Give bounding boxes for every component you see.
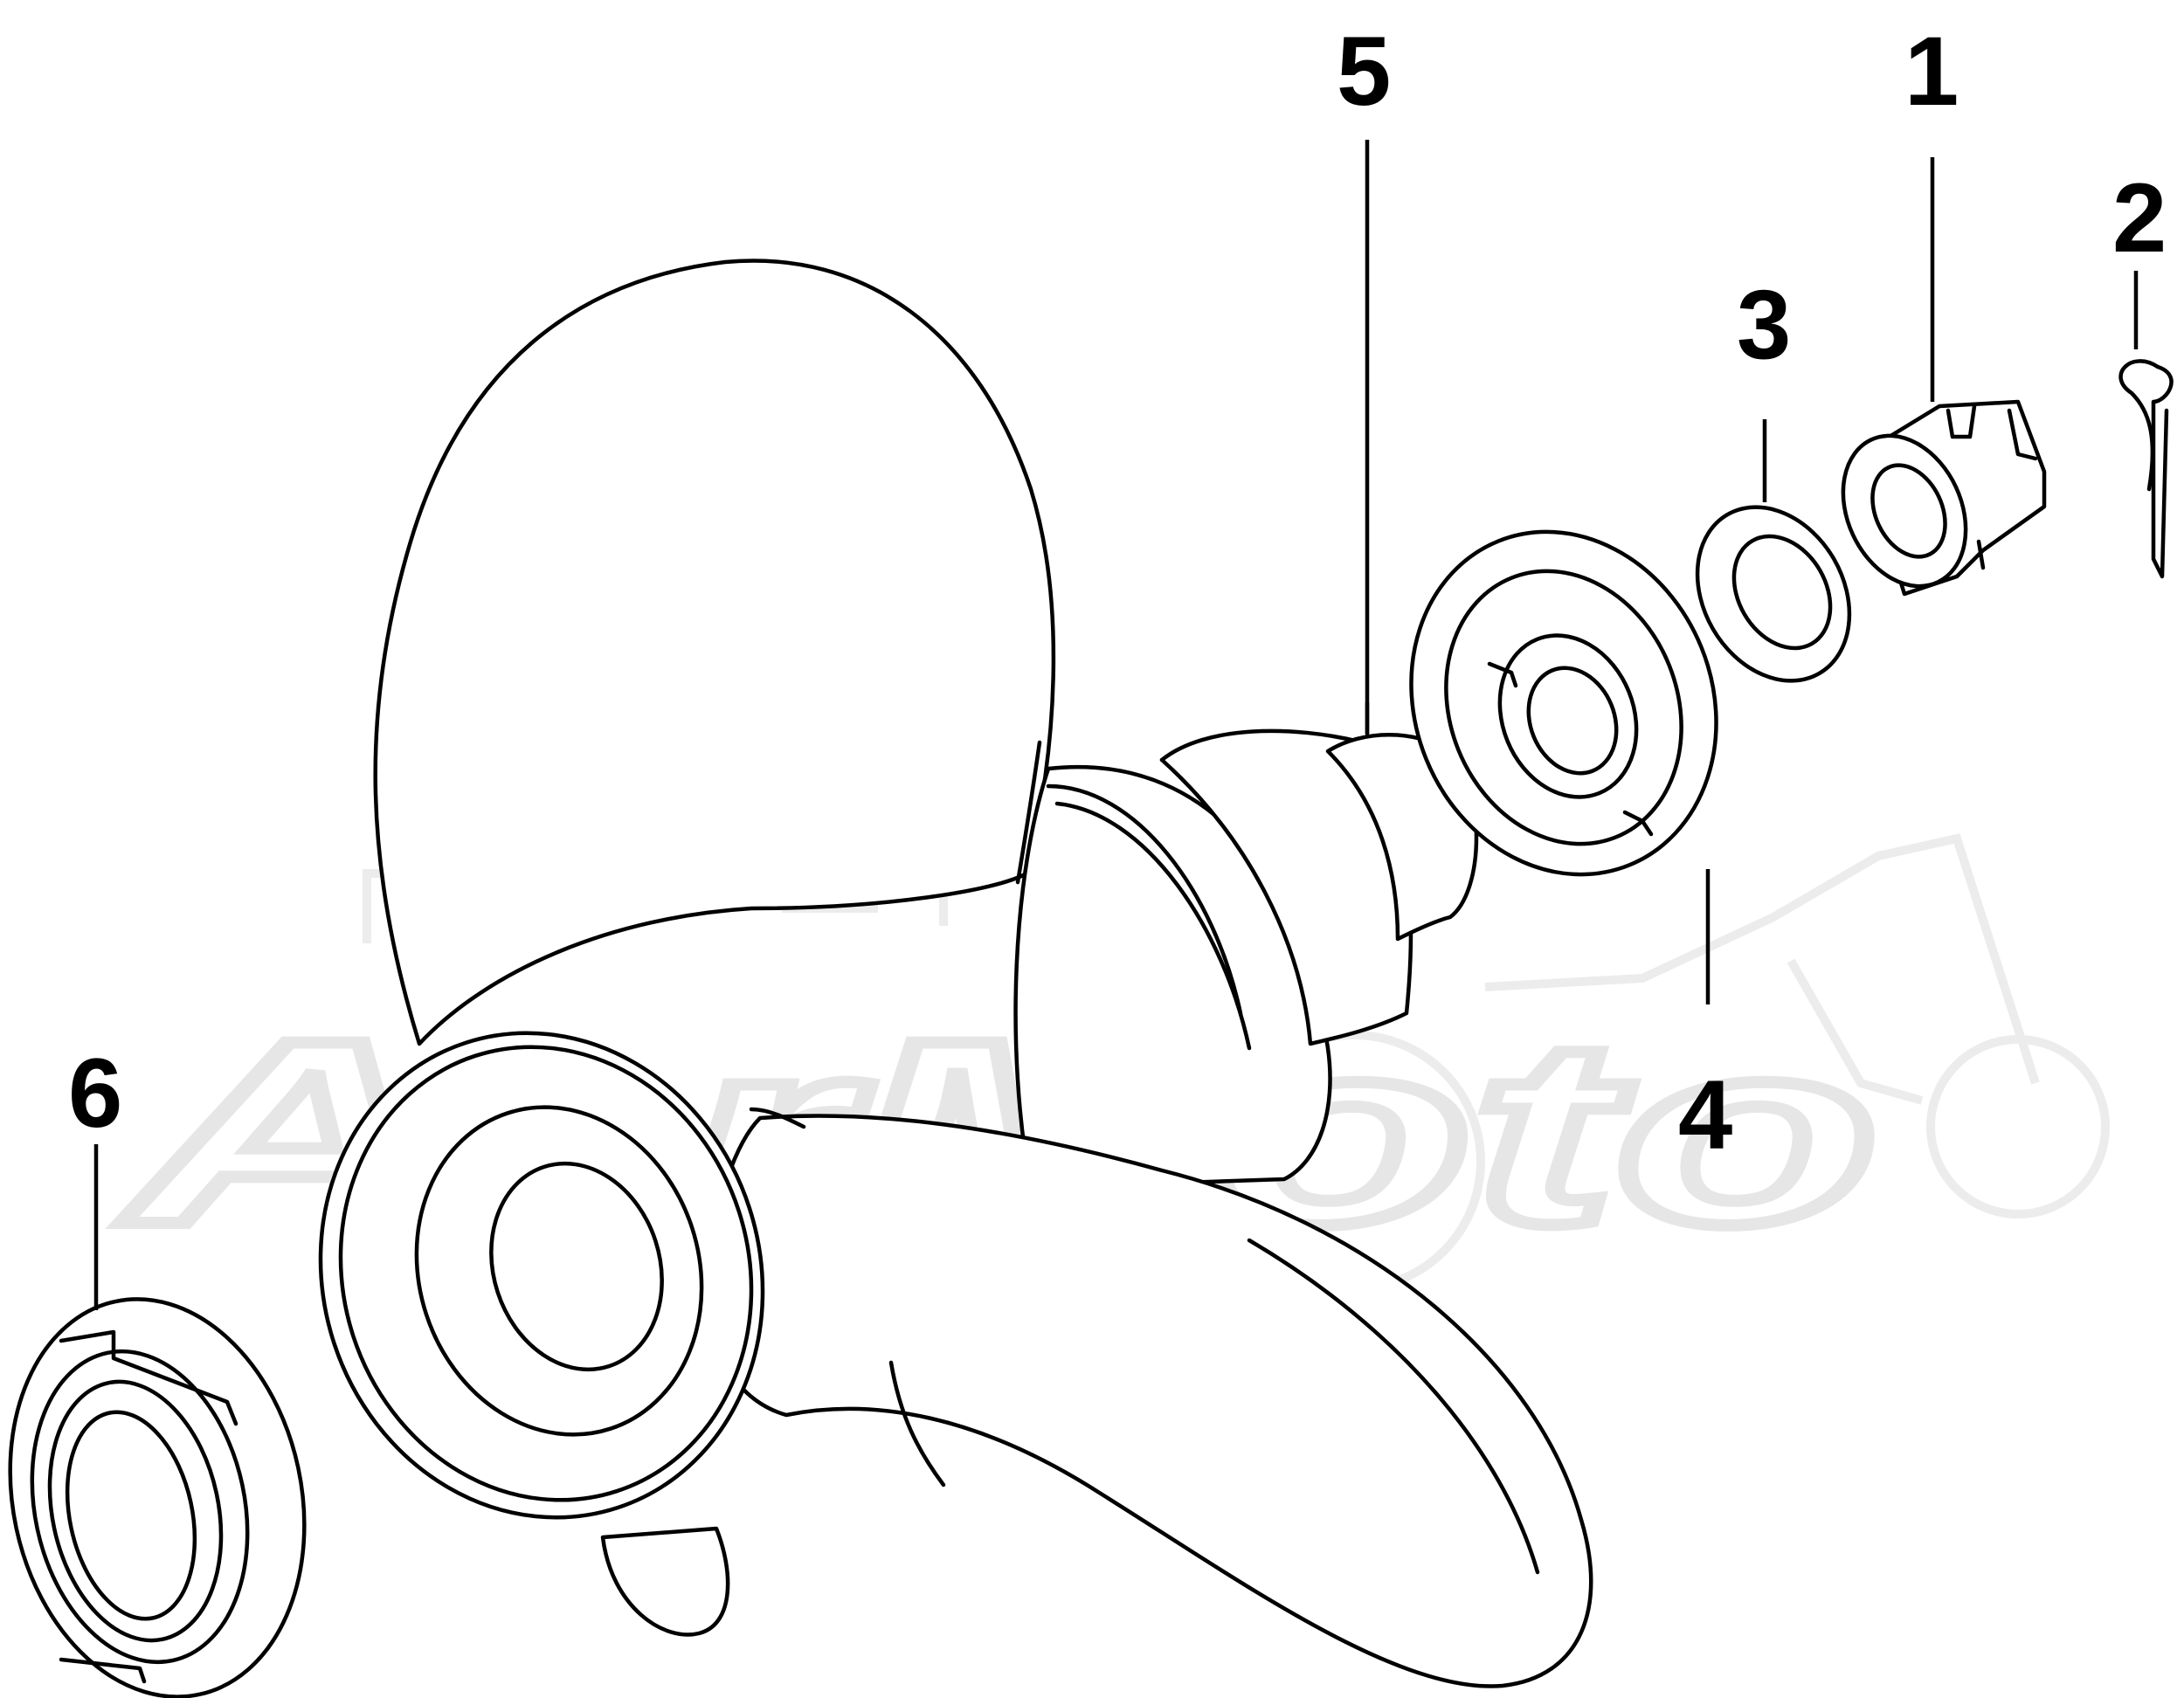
callout-4: 4: [1678, 1060, 1732, 1170]
cotter-pin-icon: [2118, 359, 2174, 579]
callout-3: 3: [1737, 270, 1791, 379]
callout-6: 6: [68, 1039, 122, 1148]
spacer-icon: [1409, 529, 1718, 877]
callout-5: 5: [1337, 17, 1391, 126]
leader-lines: [93, 140, 2139, 1310]
callout-2: 2: [2112, 163, 2167, 273]
thrust-hub-icon: [8, 1297, 307, 1698]
castle-nut-icon: [1841, 399, 2047, 597]
propeller-rear-blade: [600, 1526, 730, 1637]
propeller-upper-blade: [373, 259, 1056, 1046]
callout-numbers: 1 2 3 4 5 6: [68, 17, 2167, 1170]
propeller-hub-neck: [1159, 728, 1413, 1046]
callout-1: 1: [1904, 17, 1959, 126]
propeller-icon: [318, 259, 1593, 1688]
washer-icon: [1695, 505, 1852, 683]
propeller-hub-face-outer: [318, 1031, 765, 1520]
